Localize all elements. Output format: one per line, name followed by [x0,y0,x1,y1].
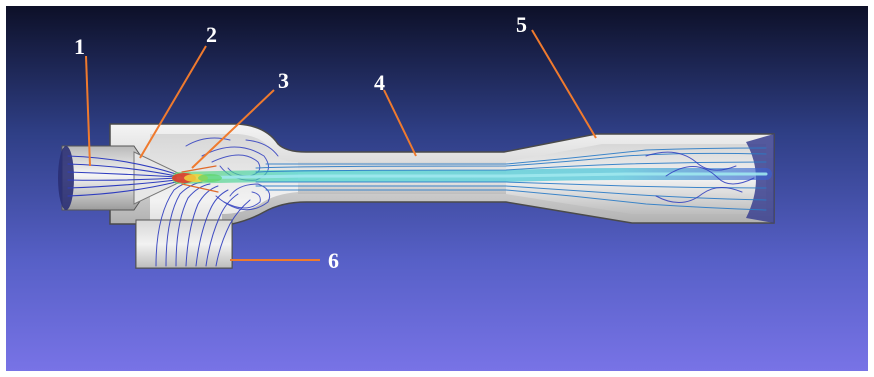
callout-label-3: 3 [278,68,289,93]
callout-label-5: 5 [516,12,527,37]
callout-label-6: 6 [328,248,339,273]
suction-pipe [136,220,232,268]
ejector-diagram: 1 2 3 4 5 6 [6,6,868,371]
callout-label-1: 1 [74,34,85,59]
callout-label-4: 4 [374,70,385,95]
core-jet [178,174,766,178]
callout-label-2: 2 [206,22,217,47]
diagram-canvas: 1 2 3 4 5 6 [6,6,868,371]
